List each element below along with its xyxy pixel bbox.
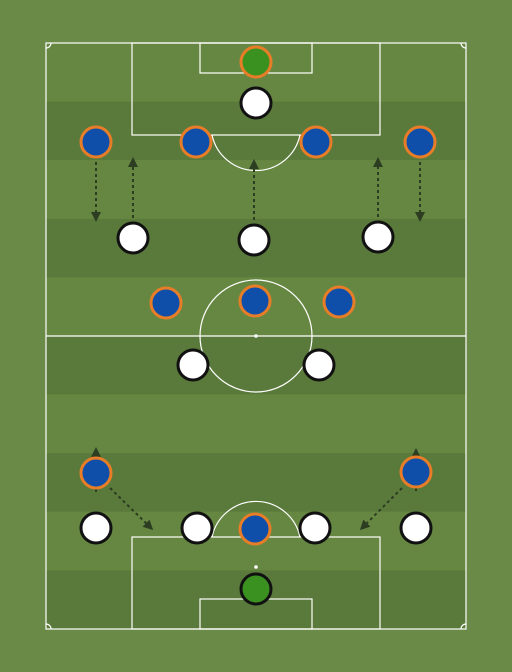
white-player-marker	[176, 348, 210, 382]
white-player-marker	[399, 511, 433, 545]
blue-player-marker	[79, 456, 113, 490]
pitch-stripe	[46, 336, 466, 395]
bottom-penalty-arc	[211, 500, 301, 538]
white-player-marker	[302, 348, 336, 382]
blue-player-marker	[299, 125, 333, 159]
white-player-marker	[361, 220, 395, 254]
corner-arc-bottom-right	[460, 623, 467, 630]
blue-goalkeeper-marker	[239, 45, 273, 79]
white-player-marker	[298, 511, 332, 545]
white-player-marker	[239, 86, 273, 120]
center-spot	[254, 334, 258, 338]
pitch-stripe	[46, 160, 466, 219]
top-penalty-arc	[211, 134, 301, 172]
blue-player-marker	[403, 125, 437, 159]
players-layer	[79, 45, 437, 606]
pitch-markings	[45, 42, 467, 630]
center-circle	[199, 279, 313, 393]
corner-arc-top-left	[45, 42, 52, 49]
white-player-marker	[237, 223, 271, 257]
white-player-marker	[180, 511, 214, 545]
pitch-stripe	[46, 394, 466, 454]
corner-arc-bottom-left	[45, 623, 52, 630]
white-goalkeeper-marker	[239, 572, 273, 606]
blue-player-marker	[179, 125, 213, 159]
blue-player-marker	[238, 512, 272, 546]
white-player-marker	[116, 221, 150, 255]
blue-player-marker	[399, 455, 433, 489]
blue-player-marker	[322, 285, 356, 319]
corner-arc-top-right	[460, 42, 467, 49]
blue-player-marker	[238, 284, 272, 318]
blue-player-marker	[149, 286, 183, 320]
white-player-marker	[79, 511, 113, 545]
bottom-penalty-spot	[254, 565, 258, 569]
blue-player-marker	[79, 125, 113, 159]
